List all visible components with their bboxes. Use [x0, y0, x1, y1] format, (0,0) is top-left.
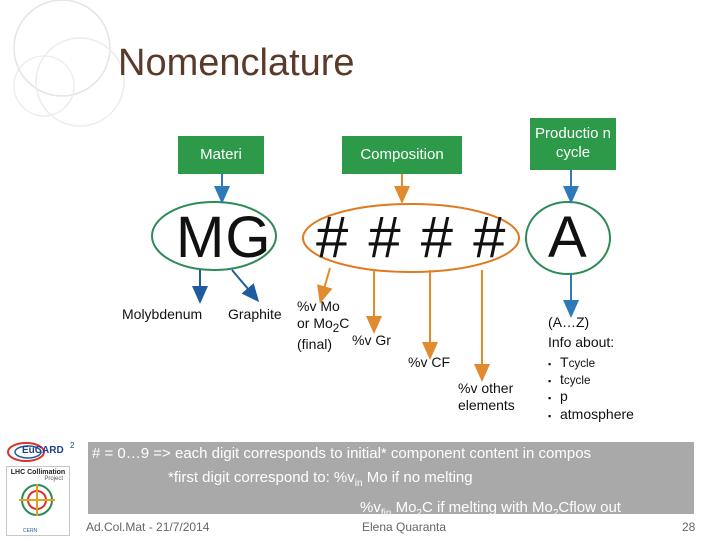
material-header: Materi [178, 136, 264, 174]
label-mo-line1: %v Mo [297, 298, 340, 314]
label-mo-line3: (final) [297, 336, 333, 353]
note-line3-sub: fin [380, 508, 392, 514]
label-graphite: Graphite [228, 306, 282, 322]
lhc-logo: LHC Collimation Project CERN [6, 466, 70, 536]
eucard-logo: EuCARD 2 [6, 438, 80, 464]
label-gr: %v Gr [352, 332, 391, 348]
bullet-icon: ▪ [548, 359, 552, 369]
cycle-item-main: p [560, 388, 568, 405]
eucard-logo-text: EuCARD [22, 445, 64, 456]
code-letter: A [548, 205, 588, 270]
lhc-logo-title: LHC Collimation [10, 469, 66, 476]
note-line3-post: C if melting with Mo [421, 499, 553, 514]
bullet-icon: ▪ [548, 393, 552, 404]
production-header-label: Productio n cycle [535, 125, 611, 161]
footer-page-number: 28 [682, 520, 696, 534]
label-cf: %v CF [408, 354, 450, 370]
label-other-line1: %v other [458, 380, 514, 396]
note-line3-pre: %v [360, 499, 381, 514]
slide-title: Nomenclature [118, 42, 355, 84]
bullet-icon: ▪ [548, 376, 552, 387]
note-line2: *first digit correspond to: %vin Mo if n… [88, 466, 694, 496]
note-line2-sub: in [354, 478, 363, 489]
note-line3-sub3: 2 [552, 508, 559, 514]
eucard-logo-sup: 2 [70, 441, 75, 450]
bullet-icon: ▪ [548, 410, 552, 421]
cycle-item-sub: cycle [568, 357, 596, 370]
footer-date: Ad.Col.Mat - 21/7/2014 [86, 520, 210, 534]
production-header: Productio n cycle [530, 118, 616, 170]
label-mo-content: %v Mo or Mo2C (final) [297, 298, 349, 353]
note-line2-post: Mo if no melting [362, 469, 473, 486]
label-mo-line2: or Mo2C [297, 315, 349, 336]
cycle-item-main: T [560, 354, 569, 370]
note-line3-sub2: 2 [416, 508, 422, 514]
lhc-logo-subtitle: Project [44, 476, 63, 482]
label-mo-line2-pre: or Mo [297, 315, 333, 332]
composition-ellipse [302, 203, 520, 273]
cycle-info: Info about: [548, 334, 615, 350]
cycle-item-main: t [560, 371, 564, 388]
code-hashes: # # # # [316, 205, 507, 270]
label-mo-line2-sub: 2 [332, 321, 340, 335]
composition-header: Composition [342, 136, 462, 174]
lhc-logo-mark [19, 484, 55, 516]
eucard-logo-mark [7, 442, 45, 462]
cycle-item-sub: cycle [563, 374, 591, 388]
note-line3: %vfin Mo2C if melting with Mo2Cflow out [88, 496, 694, 514]
label-molybdenum: Molybdenum [122, 306, 203, 322]
label-other-line2: elements [458, 397, 515, 414]
cycle-item: ▪ atmosphere [548, 406, 634, 423]
cern-label: CERN [23, 528, 38, 534]
label-mo-line2-post: C [339, 315, 350, 332]
note-box: # = 0…9 => each digit corresponds to ini… [88, 442, 694, 514]
material-header-label: Materi [200, 145, 242, 163]
note-line2-pre: *first digit correspond to: %v [168, 469, 355, 486]
code-mg: MG [176, 205, 272, 270]
cycle-range: (A…Z) [548, 314, 590, 330]
note-line3-end: Cflow out [558, 499, 621, 514]
note-line1: # = 0…9 => each digit corresponds to ini… [92, 445, 592, 462]
footer-author: Elena Quaranta [362, 520, 447, 534]
label-other: %v other elements [458, 380, 515, 414]
cycle-item-main: atmosphere [560, 405, 634, 422]
cycle-item: ▪p [548, 388, 634, 405]
composition-header-label: Composition [360, 145, 444, 163]
note-line3-mid: Mo [391, 499, 417, 514]
